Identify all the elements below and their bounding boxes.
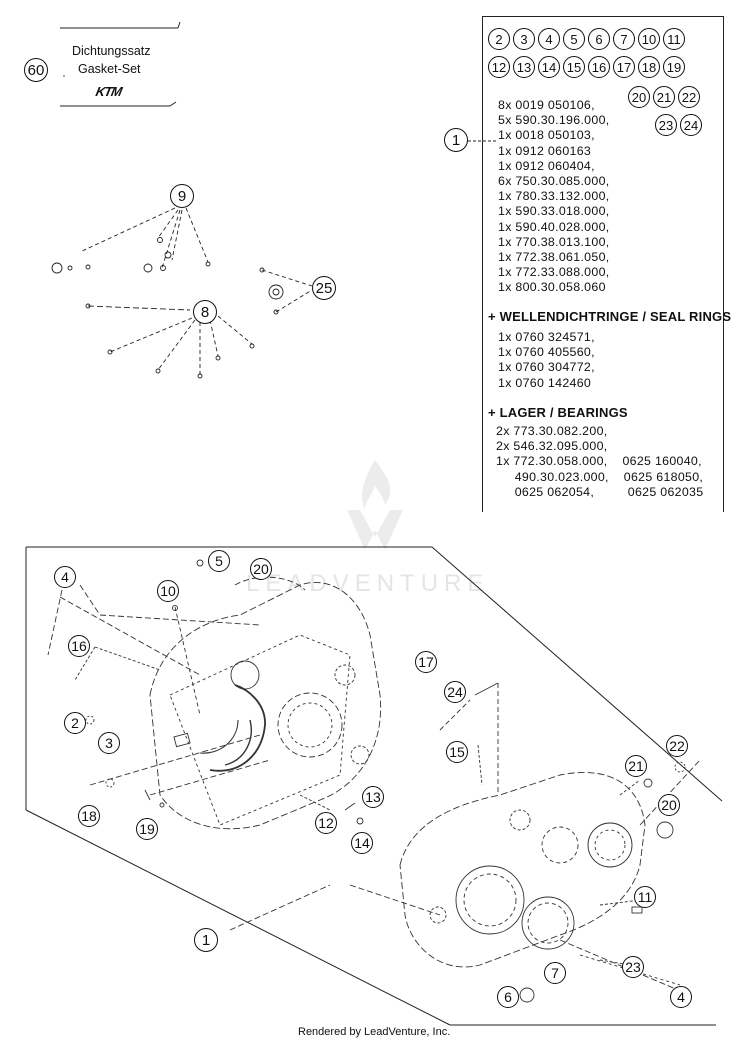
header-callouts-row3: 20 21 22: [628, 86, 703, 108]
part-number: 1x 0912 060163: [498, 143, 592, 158]
callout-3[interactable]: 3: [513, 28, 535, 50]
callout-10[interactable]: 10: [157, 580, 179, 602]
callout-5[interactable]: 5: [563, 28, 585, 50]
callout-2[interactable]: 2: [64, 712, 86, 734]
callout-3[interactable]: 3: [98, 732, 120, 754]
part-numbers-list: 8x 0019 050106, 5x 590.30.196.000, 1x 00…: [498, 98, 610, 296]
callout-11[interactable]: 11: [663, 28, 685, 50]
callout-15[interactable]: 15: [563, 56, 585, 78]
callout-14[interactable]: 14: [351, 832, 373, 854]
part-number: 1x 770.38.013.100,: [498, 234, 610, 249]
part-number: 1x 772.38.061.050,: [498, 250, 610, 265]
callout-12[interactable]: 12: [488, 56, 510, 78]
callout-60[interactable]: 60: [24, 58, 48, 82]
callout-1-leader: [468, 140, 496, 142]
header-callouts-row1: 2 3 4 5 6 7 10 11: [488, 28, 688, 50]
bearing-item: 2x 546.32.095.000,: [496, 439, 608, 454]
callout-8[interactable]: 8: [193, 300, 217, 324]
callout-17[interactable]: 17: [613, 56, 635, 78]
callout-18[interactable]: 18: [78, 805, 100, 827]
callout-24[interactable]: 24: [680, 114, 702, 136]
seal-ring-item: 1x 0760 324571,: [498, 330, 595, 344]
callout-12[interactable]: 12: [315, 812, 337, 834]
callout-23[interactable]: 23: [655, 114, 677, 136]
seal-ring-item: 1x 0760 304772,: [498, 360, 595, 375]
leadventure-watermark-icon: [347, 460, 403, 550]
callout-60-dot: ·: [62, 68, 66, 82]
seal-rings-heading: + WELLENDICHTRINGE / SEAL RINGS: [488, 309, 732, 324]
gasket-title-en: Gasket-Set: [78, 62, 141, 76]
footer-credit: Rendered by LeadVenture, Inc.: [298, 1026, 451, 1038]
callout-20-right[interactable]: 20: [658, 794, 680, 816]
callout-4-left[interactable]: 4: [54, 566, 76, 588]
bearings-list: 2x 773.30.082.200, 2x 546.32.095.000, 1x…: [496, 424, 703, 500]
callout-13[interactable]: 13: [513, 56, 535, 78]
callout-7[interactable]: 7: [544, 962, 566, 984]
part-number: 1x 772.33.088.000,: [498, 265, 610, 280]
callout-1-table[interactable]: 1: [444, 128, 468, 152]
callout-25[interactable]: 25: [312, 276, 336, 300]
part-number: 5x 590.30.196.000,: [498, 113, 610, 128]
callout-16[interactable]: 16: [588, 56, 610, 78]
callout-7[interactable]: 7: [613, 28, 635, 50]
callout-9[interactable]: 9: [170, 184, 194, 208]
callout-4[interactable]: 4: [538, 28, 560, 50]
bearing-item: 2x 773.30.082.200,: [496, 424, 608, 438]
callout-20-top[interactable]: 20: [250, 558, 272, 580]
part-number: 1x 800.30.058.060: [498, 280, 606, 295]
part-number: 6x 750.30.085.000,: [498, 174, 610, 189]
bearings-heading: + LAGER / BEARINGS: [488, 405, 628, 420]
part-number: 1x 0912 060404,: [498, 158, 595, 173]
callout-16[interactable]: 16: [68, 635, 90, 657]
callout-15[interactable]: 15: [446, 741, 468, 763]
crankcase-diagram: [25, 546, 723, 1026]
part-number: 1x 590.33.018.000,: [498, 204, 610, 219]
callout-5[interactable]: 5: [208, 550, 230, 572]
callout-24[interactable]: 24: [444, 681, 466, 703]
bearing-item: 490.30.023.000, 0625 618050,: [496, 469, 704, 484]
seal-ring-item: 1x 0760 142460: [498, 375, 592, 390]
callout-23[interactable]: 23: [622, 956, 644, 978]
header-callouts-row4: 23 24: [655, 114, 705, 136]
callout-19[interactable]: 19: [663, 56, 685, 78]
callout-14[interactable]: 14: [538, 56, 560, 78]
part-number: 1x 590.40.028.000,: [498, 219, 610, 234]
callout-19[interactable]: 19: [136, 818, 158, 840]
callout-4-right[interactable]: 4: [670, 986, 692, 1008]
ktm-logo: KTM: [94, 84, 123, 99]
parts-table-box: [482, 16, 724, 512]
bearing-item: 0625 062054, 0625 062035: [496, 484, 704, 499]
leadventure-watermark-text: LEADVENTURE: [246, 570, 490, 597]
gasket-title-de: Dichtungssatz: [72, 44, 151, 58]
seal-ring-item: 1x 0760 405560,: [498, 345, 595, 360]
part-number: 1x 780.33.132.000,: [498, 189, 610, 204]
gasket-set-box: 60 · Dichtungssatz Gasket-Set KTM: [20, 18, 195, 113]
callout-18[interactable]: 18: [638, 56, 660, 78]
seal-rings-list: 1x 0760 324571, 1x 0760 405560, 1x 0760 …: [498, 330, 595, 391]
part-number: 8x 0019 050106,: [498, 98, 595, 112]
header-callouts-row2: 12 13 14 15 16 17 18 19: [488, 56, 688, 78]
bearing-item: 1x 772.30.058.000, 0625 160040,: [496, 454, 702, 469]
callout-21[interactable]: 21: [625, 755, 647, 777]
callout-2[interactable]: 2: [488, 28, 510, 50]
callout-6[interactable]: 6: [588, 28, 610, 50]
part-number: 1x 0018 050103,: [498, 128, 595, 143]
callout-17[interactable]: 17: [415, 651, 437, 673]
callout-6[interactable]: 6: [497, 986, 519, 1008]
callout-22[interactable]: 22: [666, 735, 688, 757]
callout-22[interactable]: 22: [678, 86, 700, 108]
callout-11[interactable]: 11: [634, 886, 656, 908]
callout-10[interactable]: 10: [638, 28, 660, 50]
small-parts-drawing: [51, 207, 313, 379]
callout-1[interactable]: 1: [194, 928, 218, 952]
gasket-box-frame: [60, 21, 181, 107]
callout-21[interactable]: 21: [653, 86, 675, 108]
callout-13[interactable]: 13: [362, 786, 384, 808]
callout-20[interactable]: 20: [628, 86, 650, 108]
